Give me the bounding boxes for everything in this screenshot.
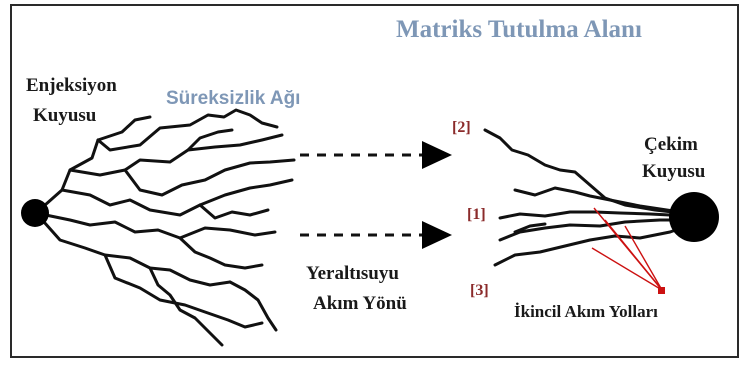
lower-arrow-head — [422, 221, 452, 249]
path-2-label: [2] — [452, 119, 471, 136]
injection-fracture-network — [34, 108, 296, 347]
matrix-zone-label: Matriks Tutulma Alanı — [396, 16, 642, 43]
injection-well-dot — [21, 199, 49, 227]
secondary-path-pointers — [591, 207, 663, 291]
secondary-paths-label: İkincil Akım Yolları — [514, 302, 658, 321]
extraction-well-label-line2: Kuyusu — [642, 161, 706, 182]
pointer-anchor — [658, 287, 665, 294]
upper-arrow-head — [422, 141, 452, 169]
injection-well-label-line2: Kuyusu — [33, 105, 97, 126]
path-3-label: [3] — [470, 282, 489, 299]
flow-arrows — [300, 153, 428, 237]
diagram-frame — [10, 4, 739, 358]
groundwater-flow-label-line2: Akım Yönü — [313, 293, 407, 314]
groundwater-flow-label-line1: Yeraltısuyu — [306, 263, 399, 284]
extraction-well-label-line1: Çekim — [644, 134, 698, 155]
path-1-label: [1] — [467, 206, 486, 223]
injection-well-label-line1: Enjeksiyon — [26, 75, 117, 96]
fracture-network-label: Süreksizlik Ağı — [166, 88, 301, 109]
extraction-well-dot — [669, 192, 719, 242]
extraction-flow-paths — [483, 128, 692, 267]
